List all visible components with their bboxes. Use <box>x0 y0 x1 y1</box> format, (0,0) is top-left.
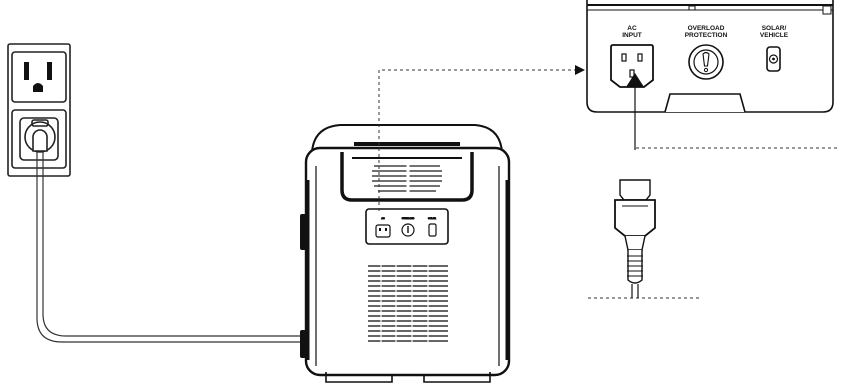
overload-label-line1: OVERLOAD <box>688 25 725 32</box>
power-station: AC OVERLOAD SOLAR <box>300 124 511 383</box>
callout-to-ac-input <box>378 69 576 211</box>
overload-label-line2: PROTECTION <box>685 32 728 39</box>
callout-arrowhead <box>575 65 585 75</box>
solar-label-line1: SOLAR/ <box>762 25 787 32</box>
station-body <box>304 146 511 377</box>
svg-text:AC: AC <box>381 217 385 220</box>
svg-text:OVERLOAD: OVERLOAD <box>402 217 415 220</box>
upper-receptacle <box>11 51 67 103</box>
zoomed-port-panel: AC INPUT OVERLOAD PROTECTION SOLAR/ VEHI… <box>586 0 834 113</box>
svg-text:SOLAR: SOLAR <box>428 217 436 220</box>
overload-protection-button <box>688 44 724 80</box>
ac-input-label-line1: AC <box>627 25 637 32</box>
ac-input-label-line2: INPUT <box>622 32 642 39</box>
plugged-in-plug <box>24 121 56 153</box>
wall-outlet <box>7 43 71 177</box>
solar-label-line2: VEHICLE <box>760 32 789 39</box>
insert-arrow <box>626 73 644 150</box>
iec-power-plug <box>614 179 656 298</box>
lower-vent-grille <box>368 262 448 345</box>
solar-vehicle-port <box>766 46 781 72</box>
callout-lines <box>378 69 838 299</box>
station-handle <box>340 152 474 202</box>
station-feet <box>325 372 491 383</box>
upper-vent <box>372 164 442 194</box>
lower-receptacle <box>11 109 67 169</box>
